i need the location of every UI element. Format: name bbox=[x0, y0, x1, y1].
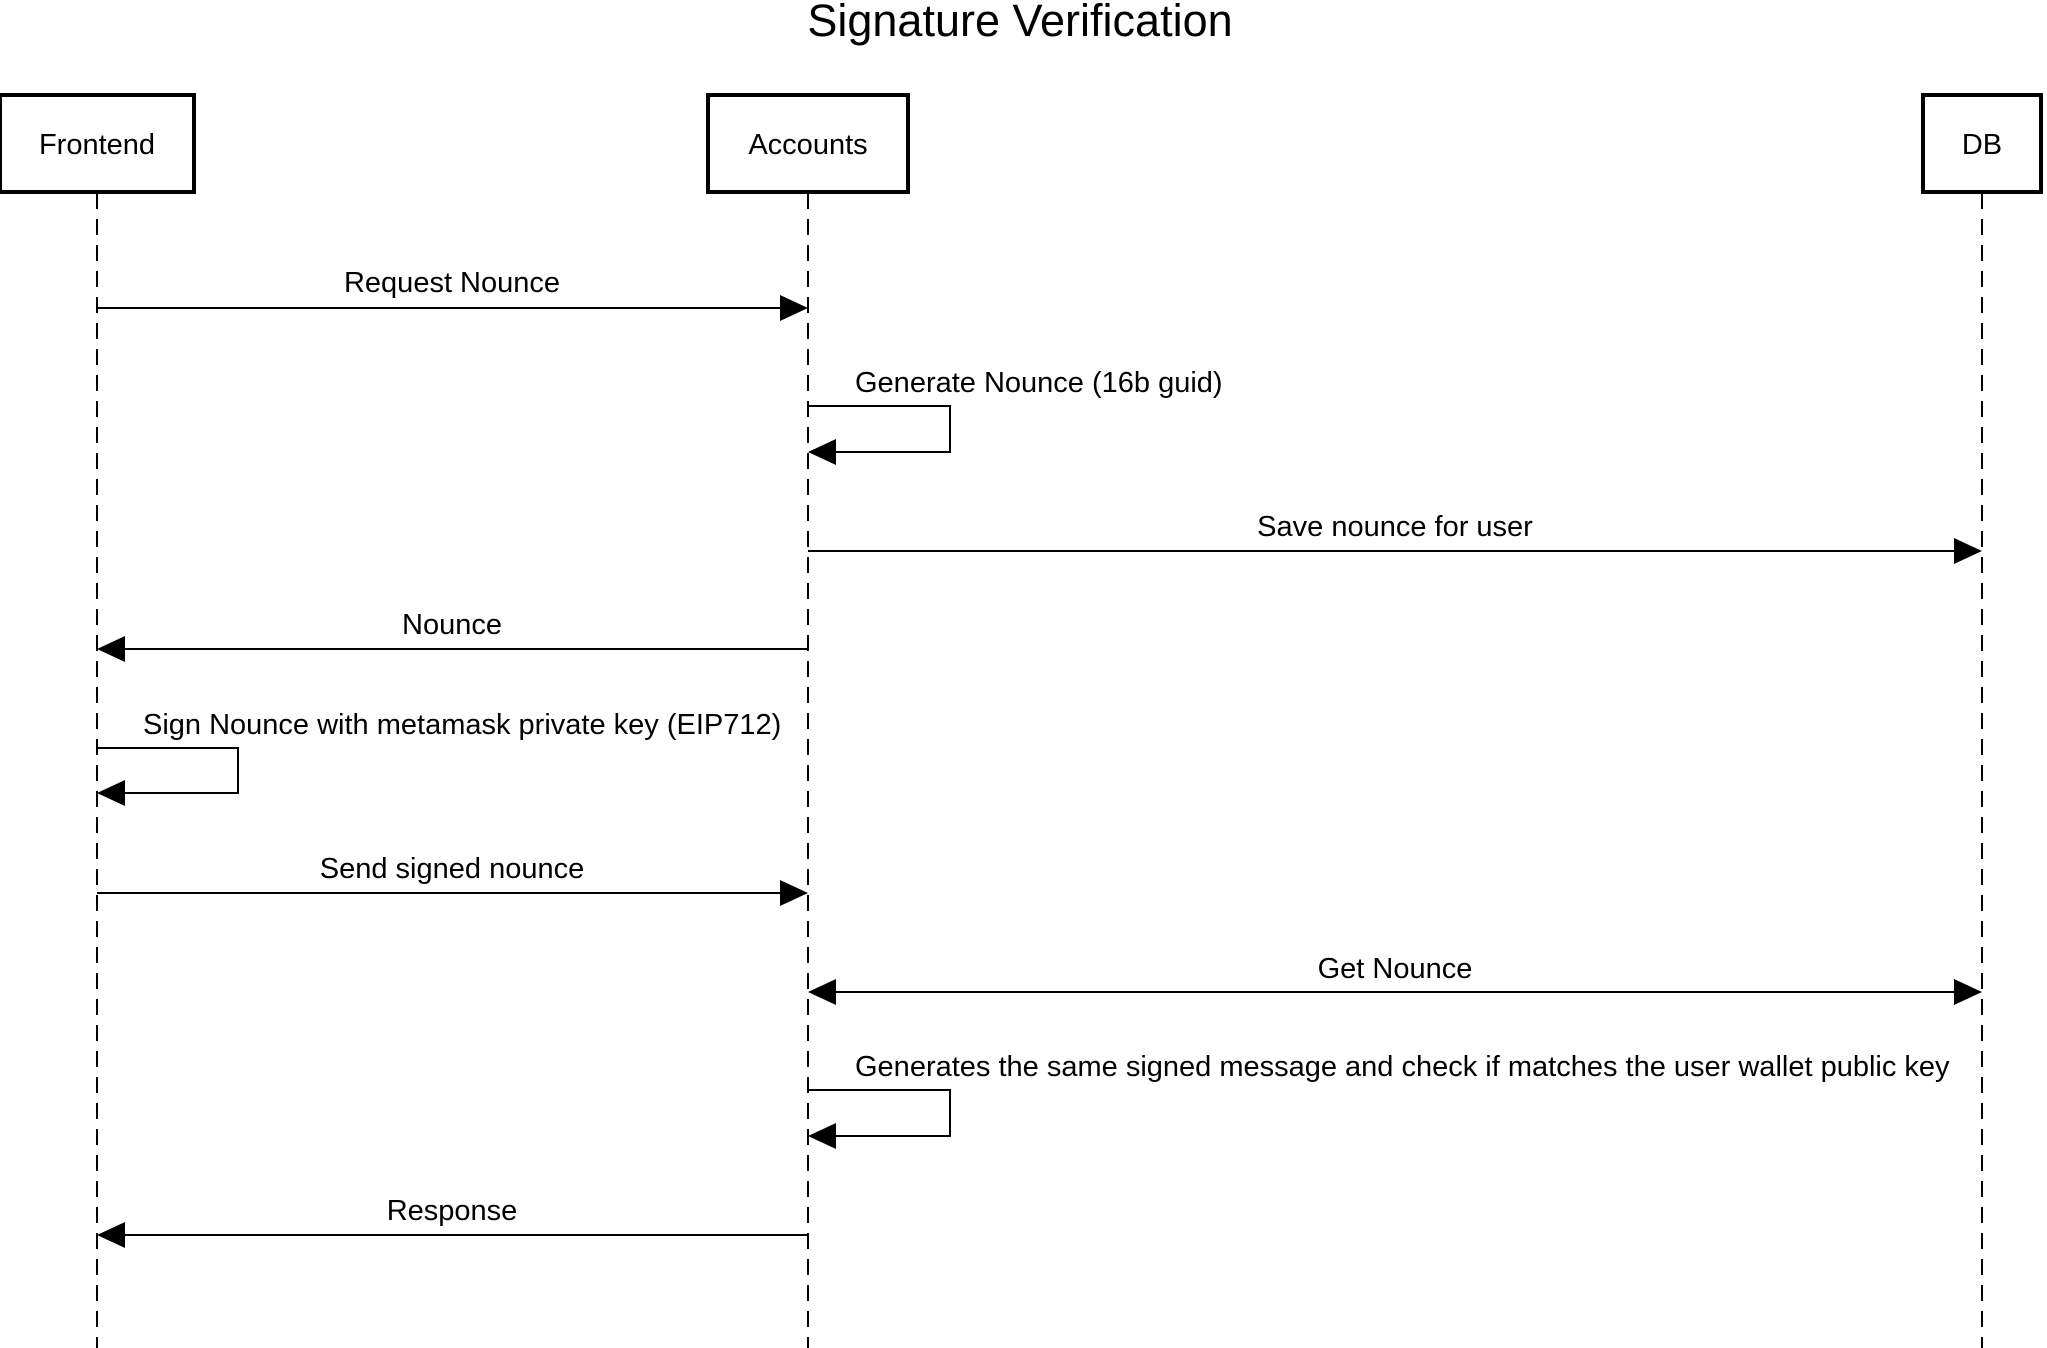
message-save-nounce: Save nounce for user bbox=[808, 511, 1982, 564]
message-sign-nounce: Sign Nounce with metamask private key (E… bbox=[97, 709, 781, 806]
participant-label: DB bbox=[1962, 129, 2002, 161]
arrowhead bbox=[1954, 538, 1982, 564]
arrowhead bbox=[97, 780, 125, 806]
message-request-nounce: Request Nounce bbox=[97, 267, 808, 321]
message-label: Generate Nounce (16b guid) bbox=[855, 367, 1223, 399]
message-label: Nounce bbox=[402, 609, 502, 641]
message-label: Sign Nounce with metamask private key (E… bbox=[143, 709, 781, 741]
arrowhead bbox=[808, 1123, 836, 1149]
arrowhead bbox=[780, 295, 808, 321]
message-nounce: Nounce bbox=[97, 609, 808, 662]
participant-box bbox=[1921, 93, 2043, 194]
arrowhead bbox=[780, 880, 808, 906]
arrowhead bbox=[808, 439, 836, 465]
message-label: Response bbox=[387, 1195, 518, 1227]
message-line bbox=[808, 1089, 951, 1137]
message-label: Generates the same signed message and ch… bbox=[855, 1051, 1950, 1083]
message-generate-nounce: Generate Nounce (16b guid) bbox=[808, 367, 1223, 465]
message-label: Request Nounce bbox=[344, 267, 560, 299]
arrowhead-left bbox=[808, 979, 836, 1005]
arrowhead-right bbox=[1954, 979, 1982, 1005]
diagram-title: Signature Verification bbox=[807, 0, 1232, 46]
participant-accounts: Accounts bbox=[706, 93, 910, 194]
participant-box bbox=[706, 93, 910, 194]
participant-frontend: Frontend bbox=[0, 93, 196, 194]
message-label: Save nounce for user bbox=[1257, 511, 1533, 543]
message-generate-signed-message: Generates the same signed message and ch… bbox=[808, 1051, 1950, 1149]
participant-label: Accounts bbox=[748, 129, 867, 161]
message-label: Get Nounce bbox=[1318, 953, 1473, 985]
participants: Frontend Accounts DB bbox=[0, 93, 2043, 194]
message-line bbox=[808, 405, 951, 453]
arrowhead bbox=[97, 1222, 125, 1248]
message-response: Response bbox=[97, 1195, 808, 1248]
participant-box bbox=[0, 93, 196, 194]
arrowhead bbox=[97, 636, 125, 662]
message-label: Send signed nounce bbox=[320, 853, 584, 885]
message-get-nounce: Get Nounce bbox=[808, 953, 1982, 1005]
messages: Request Nounce Generate Nounce (16b guid… bbox=[97, 267, 1982, 1248]
participant-db: DB bbox=[1921, 93, 2043, 194]
message-send-signed-nounce: Send signed nounce bbox=[97, 853, 808, 906]
participant-label: Frontend bbox=[39, 129, 155, 161]
message-line bbox=[97, 747, 239, 794]
lifelines bbox=[96, 193, 1983, 1348]
